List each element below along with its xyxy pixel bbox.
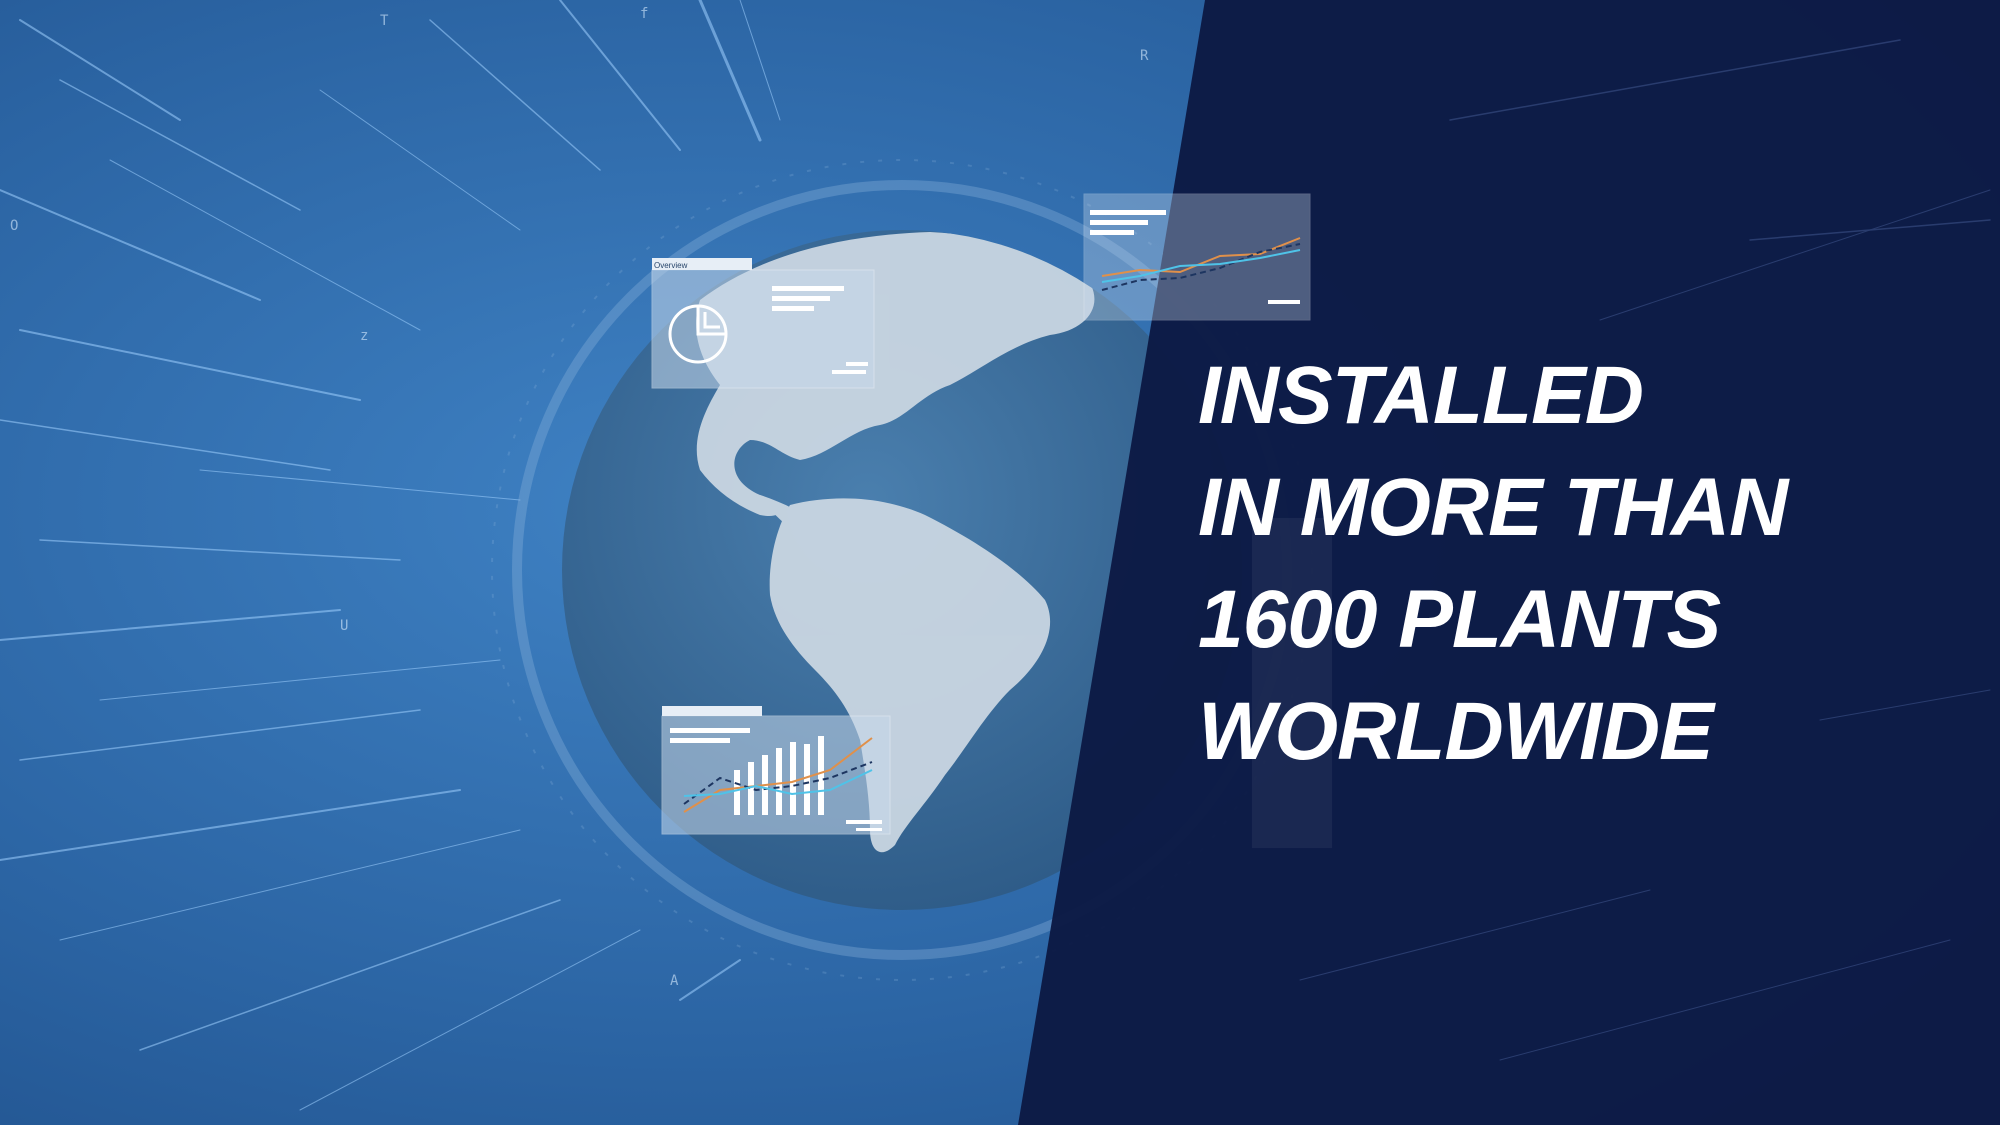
overview-title: Overview — [654, 261, 688, 270]
headline-line-3: 1600 PLANTS — [1198, 574, 1721, 665]
svg-text:T: T — [380, 13, 389, 29]
trend-panel — [1083, 193, 1311, 321]
svg-text:A: A — [670, 973, 679, 989]
svg-text:U: U — [340, 618, 348, 634]
overview-panel: Overview — [651, 258, 875, 389]
headline: INSTALLED IN MORE THAN 1600 PLANTS WORLD… — [1198, 340, 1788, 788]
svg-text:O: O — [10, 218, 18, 234]
floating-glyphs: T f z U A R O — [10, 6, 1149, 989]
line-chart-icon — [1101, 237, 1301, 291]
headline-line-2: IN MORE THAN — [1198, 462, 1788, 553]
svg-text:f: f — [640, 6, 648, 22]
dark-streaks — [1299, 39, 1991, 1061]
headline-line-4: WORLDWIDE — [1198, 686, 1714, 777]
light-streaks — [0, 0, 781, 1111]
headline-line-1: INSTALLED — [1198, 350, 1644, 441]
svg-text:R: R — [1140, 48, 1149, 64]
bar-chart-panel — [661, 706, 891, 835]
pie-chart-icon — [668, 304, 728, 364]
svg-text:z: z — [360, 328, 368, 344]
